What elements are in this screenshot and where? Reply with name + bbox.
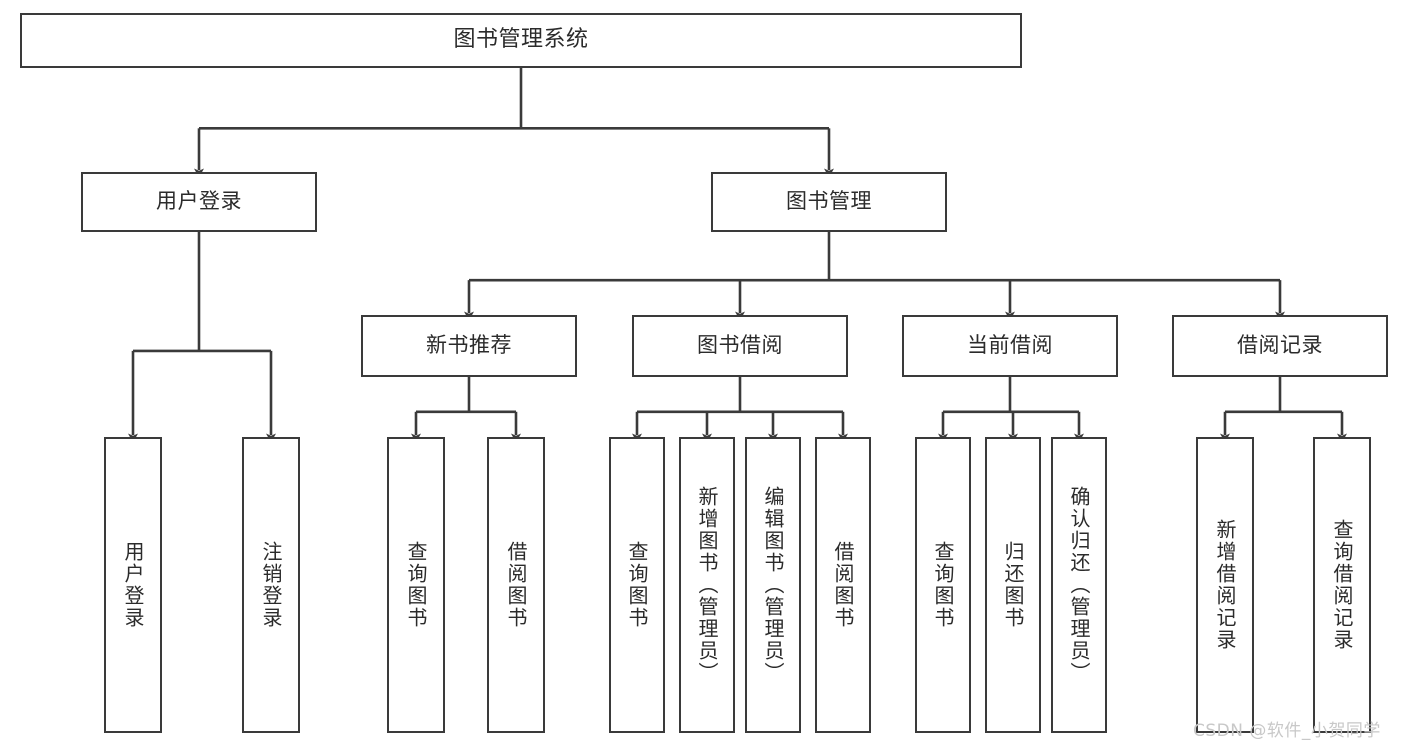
csdn-watermark: CSDN @软件_小贺同学	[1193, 721, 1381, 741]
node-label: 用户登录	[121, 541, 145, 629]
node-login: 用户登录	[81, 172, 317, 232]
node-leaf1: 用户登录	[104, 437, 162, 733]
node-label: 图书借阅	[697, 333, 783, 358]
node-label: 当前借阅	[967, 333, 1053, 358]
node-leaf9: 查询图书	[915, 437, 971, 733]
node-leaf4: 借阅图书	[487, 437, 545, 733]
node-label: 查询借阅记录	[1330, 519, 1354, 651]
node-label: 借阅图书	[831, 541, 855, 629]
node-label: 用户登录	[156, 189, 242, 214]
node-label: 注销登录	[259, 541, 283, 629]
node-current: 当前借阅	[902, 315, 1118, 377]
node-bookmgmt: 图书管理	[711, 172, 947, 232]
node-label: 确认归还（管理员）	[1067, 486, 1091, 684]
node-leaf13: 查询借阅记录	[1313, 437, 1371, 733]
node-leaf6: 新增图书（管理员）	[679, 437, 735, 733]
node-leaf7: 编辑图书（管理员）	[745, 437, 801, 733]
node-newbook: 新书推荐	[361, 315, 577, 377]
node-leaf3: 查询图书	[387, 437, 445, 733]
node-label: 归还图书	[1001, 541, 1025, 629]
node-records: 借阅记录	[1172, 315, 1388, 377]
node-leaf12: 新增借阅记录	[1196, 437, 1254, 733]
node-label: 新书推荐	[426, 333, 512, 358]
node-root: 图书管理系统	[20, 13, 1022, 68]
node-leaf11: 确认归还（管理员）	[1051, 437, 1107, 733]
node-label: 新增图书（管理员）	[695, 486, 719, 684]
node-label: 查询图书	[625, 541, 649, 629]
node-label: 查询图书	[404, 541, 428, 629]
node-leaf5: 查询图书	[609, 437, 665, 733]
node-label: 借阅记录	[1237, 333, 1323, 358]
node-leaf2: 注销登录	[242, 437, 300, 733]
node-label: 借阅图书	[504, 541, 528, 629]
node-leaf10: 归还图书	[985, 437, 1041, 733]
node-label: 编辑图书（管理员）	[761, 486, 785, 684]
node-label: 新增借阅记录	[1213, 519, 1237, 651]
node-borrow: 图书借阅	[632, 315, 848, 377]
node-label: 图书管理系统	[453, 27, 589, 53]
node-label: 查询图书	[931, 541, 955, 629]
node-leaf8: 借阅图书	[815, 437, 871, 733]
node-label: 图书管理	[786, 189, 872, 214]
